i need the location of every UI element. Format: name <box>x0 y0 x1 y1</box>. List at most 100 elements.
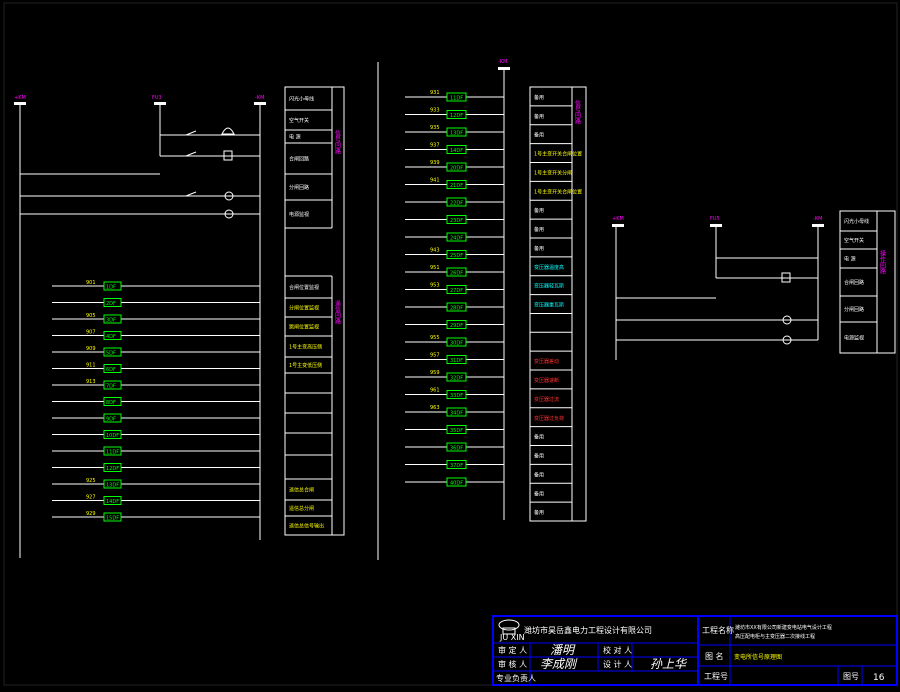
middle-terminal-box <box>446 302 467 312</box>
middle-legend-item: 备用 <box>534 132 544 139</box>
left-terminal-box <box>103 281 122 291</box>
middle-terminal-box <box>446 250 467 259</box>
middle-terminal-label: 24DF <box>450 236 463 242</box>
middle-legend-item: 变压器温度高 <box>534 264 564 271</box>
left-bell-icon <box>221 127 235 135</box>
left-minus-label: -KM <box>255 95 264 101</box>
middle-terminal-box <box>446 267 467 277</box>
middle-terminal-box <box>446 232 467 242</box>
middle-terminal-box <box>446 110 467 119</box>
middle-terminal-label: 13DF <box>450 131 463 137</box>
left-contact-1 <box>185 130 197 136</box>
middle-terminal-label: 28DF <box>450 306 463 312</box>
check-label: 校 对 人 <box>603 645 632 655</box>
middle-wire-number: 935 <box>430 125 440 131</box>
middle-terminal-box <box>446 285 467 294</box>
left-contact-3 <box>185 191 197 197</box>
project-number-label: 工程号 <box>704 672 728 681</box>
middle-top-switch <box>498 67 510 70</box>
left-wire-number: 925 <box>86 478 96 484</box>
middle-terminal-label: 36DF <box>450 446 463 452</box>
middle-terminal-box <box>446 355 467 364</box>
right-legend-item: 分闸回路 <box>844 306 864 313</box>
middle-legend-item: 1号主变开关合闸位置 <box>534 188 582 195</box>
left-legend-item: 分闸回路 <box>289 184 309 191</box>
left-terminal-box <box>103 413 122 423</box>
left-legend-item: 1号主变低压侧 <box>289 362 322 369</box>
middle-legend-item: 变压器过流 <box>534 396 559 403</box>
middle-legend-item: 备用 <box>534 94 544 101</box>
middle-terminal-label: 14DF <box>450 148 463 154</box>
left-terminal-label: 12DF <box>106 466 119 472</box>
left-fuse-switch <box>154 102 166 105</box>
left-terminal-label: 14DF <box>106 499 119 505</box>
left-terminal-label: 6DF <box>106 367 116 373</box>
middle-terminal-label: 22DF <box>450 201 463 207</box>
right-plus-label: +KM <box>612 216 624 222</box>
left-terminal-box <box>103 479 122 489</box>
project-label: 工程名称 <box>702 625 734 635</box>
left-terminal-box <box>103 512 122 522</box>
middle-legend-item: 备用 <box>534 226 544 233</box>
designer-label: 设 计 人 <box>603 659 632 669</box>
left-terminal-label: 3DF <box>106 318 116 324</box>
left-legend-item: 遥信总信号输出 <box>289 523 324 530</box>
left-legend-item: 电 源 <box>289 134 301 141</box>
drawing-name: 变电所信号原理图 <box>734 653 782 661</box>
left-lamp-1 <box>224 191 234 201</box>
middle-legend-side: 信号回路 <box>574 99 581 125</box>
right-minus-label: -KM <box>813 216 822 222</box>
left-terminal-label: 5DF <box>106 351 116 357</box>
middle-terminal-label: 34DF <box>450 411 463 417</box>
left-minus-switch <box>254 102 266 105</box>
company-logo: JU XIN <box>498 619 525 642</box>
left-legend-item: 跳闸位置监视 <box>289 324 319 331</box>
middle-terminal-label: 40DF <box>450 481 463 487</box>
middle-wire-number: 963 <box>430 405 440 411</box>
middle-wire-number: 951 <box>430 265 440 271</box>
left-legend-item: 电源监视 <box>289 211 309 218</box>
right-legend-item: 合闸回路 <box>844 279 864 286</box>
middle-legend-item: 备用 <box>534 245 544 252</box>
review-signature: 潘明 <box>550 643 576 657</box>
left-relay-coil <box>223 150 233 161</box>
left-terminal-box <box>103 347 122 357</box>
middle-wire-number: 955 <box>430 335 440 341</box>
left-terminal-box <box>103 446 122 456</box>
right-legend-item: 电 源 <box>844 256 856 263</box>
left-legend-item: 遥信总合闸 <box>289 487 314 494</box>
middle-legend-item: 备用 <box>534 113 544 120</box>
middle-terminal-label: 21DF <box>450 183 463 189</box>
middle-wire-number: 931 <box>430 90 440 96</box>
middle-wire-number: 953 <box>430 283 440 289</box>
left-contact-2 <box>185 151 197 157</box>
title-block: JU XIN 潍坊市昊岳鑫电力工程设计有限公司 工程名称 潍坊市XX有限公司新建… <box>492 615 898 686</box>
middle-legend-item: 备用 <box>534 509 544 516</box>
middle-terminal-label: 35DF <box>450 428 463 434</box>
left-wire-number: 909 <box>86 346 96 352</box>
middle-terminal-rows: 11DF93112DF93313DF93514DF93720DF93921DF9… <box>405 90 504 487</box>
middle-legend-item: 备用 <box>534 434 544 441</box>
middle-wire-number: 939 <box>430 160 440 166</box>
middle-wire-number: 959 <box>430 370 440 376</box>
middle-wire-number: 941 <box>430 178 440 184</box>
left-legend-item: 合闸回路 <box>289 156 309 163</box>
middle-terminal-box <box>446 92 467 102</box>
project-name-1: 潍坊市XX有限公司新建变电站电气设计工程 <box>735 624 832 631</box>
left-circuit: +KM FU3 -KM 1DF9012DF3DF9054DF9075DF9096… <box>14 86 345 558</box>
middle-terminal-label: 23DF <box>450 218 463 224</box>
middle-terminal-box <box>446 162 467 172</box>
lead-label: 专业负责人 <box>496 673 536 683</box>
middle-wire-number: 943 <box>430 248 440 254</box>
left-legend-item: 遥信总分闸 <box>289 505 314 512</box>
company-name: 潍坊市昊岳鑫电力工程设计有限公司 <box>524 625 652 635</box>
right-legend-side: 操作回路 <box>879 249 886 275</box>
left-terminal-box <box>103 463 122 472</box>
drawing-frame <box>3 2 898 686</box>
left-plus-switch <box>14 102 26 105</box>
middle-terminal-box <box>446 127 467 137</box>
review-label: 审 定 人 <box>498 645 527 655</box>
middle-terminal-box <box>446 197 467 207</box>
middle-terminal-box <box>446 407 467 417</box>
